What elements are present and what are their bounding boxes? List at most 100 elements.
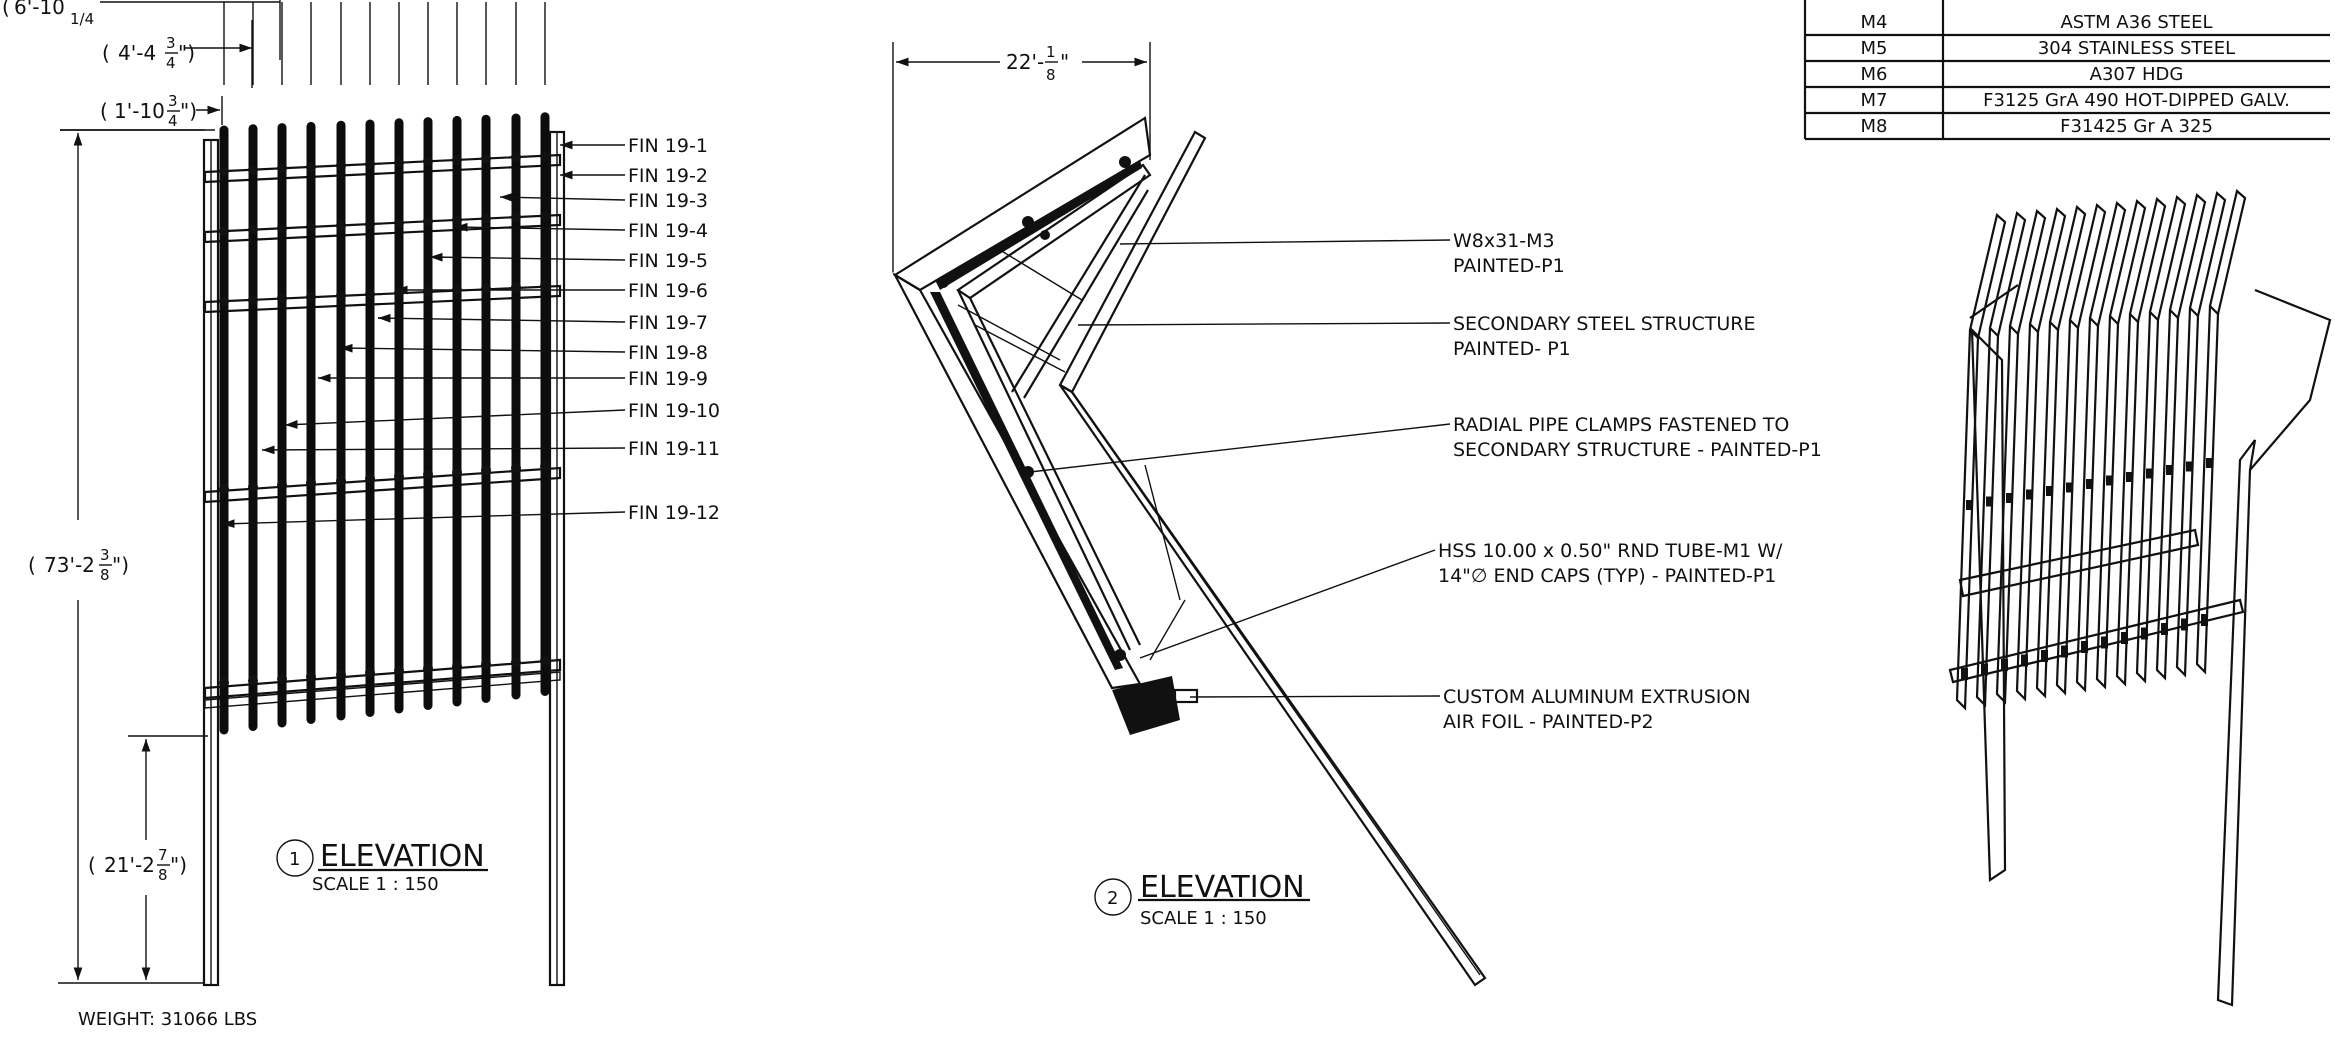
- fin-clamp: [365, 159, 375, 170]
- iso-fin-clamp: [2026, 489, 2033, 500]
- view1-base-dimension: ( 21'-2 7 8 "): [88, 735, 208, 980]
- iso-fin-blade: [2135, 311, 2160, 684]
- callout-leader-line: [1077, 322, 1451, 326]
- fin-leader-line: [261, 445, 626, 455]
- iso-fin-clamp: [2146, 468, 2153, 479]
- fin-label: FIN 19-9: [628, 368, 708, 390]
- fin-clamp: [336, 669, 346, 680]
- material-code: M5: [1861, 38, 1888, 59]
- fin-clamp: [219, 296, 229, 307]
- callout-leader-line: [1189, 695, 1441, 698]
- iso-fin-clamp: [2061, 645, 2068, 658]
- fin-clamp: [423, 663, 433, 674]
- fin-label: FIN 19-11: [628, 438, 720, 460]
- fin-clamp: [365, 473, 375, 484]
- fin-clamp: [394, 665, 404, 676]
- fin-clamp: [394, 217, 404, 228]
- iso-fin-blade: [1975, 327, 2000, 708]
- view1-title: ELEVATION: [320, 839, 485, 874]
- callout-line-2: PAINTED-P1: [1453, 255, 1565, 277]
- iso-fin-blade: [2155, 309, 2180, 681]
- elevation-1-view: ( 6'-10 1/4 ( 4'-4 3 4 ") ( 1'-10 3 4 "): [2, 0, 720, 1030]
- fin-label: FIN 19-10: [628, 400, 720, 422]
- material-description: F3125 GrA 490 HOT-DIPPED GALV.: [1983, 90, 2290, 111]
- fin-clamp: [336, 290, 346, 301]
- fin-clamp: [306, 477, 316, 488]
- svg-text:"): "): [112, 553, 129, 577]
- fin-clamp: [540, 150, 550, 161]
- fin-clamp: [540, 280, 550, 291]
- svg-text:4: 4: [166, 54, 176, 72]
- dim-4-4-3-4: ( 4'-4 3 4 "): [102, 34, 195, 72]
- fin-clamp: [336, 220, 346, 231]
- iso-fins: [1955, 188, 2247, 711]
- svg-text:3: 3: [168, 92, 178, 110]
- fin-clamp: [452, 214, 462, 225]
- material-description: ASTM A36 STEEL: [2060, 12, 2212, 33]
- material-code: M4: [1861, 12, 1888, 33]
- material-description: A307 HDG: [2090, 64, 2184, 85]
- iso-fin-clamp: [2021, 654, 2028, 667]
- material-code: M6: [1861, 64, 1888, 85]
- fin-clamp: [219, 226, 229, 237]
- view2-steel-frame: [892, 116, 1487, 987]
- callout-line-2: SECONDARY STRUCTURE - PAINTED-P1: [1453, 439, 1822, 461]
- fin-clamp: [394, 287, 404, 298]
- fin-label: FIN 19-7: [628, 312, 708, 334]
- fin-label: FIN 19-5: [628, 250, 708, 272]
- dim-base-whole: 21'-2: [104, 853, 155, 877]
- iso-fin-blade: [2055, 319, 2080, 696]
- fin-clamp: [423, 286, 433, 297]
- fin-clamp: [511, 657, 521, 668]
- fin-clamp: [481, 213, 491, 224]
- fin-clamp: [511, 152, 521, 163]
- fin-label: FIN 19-1: [628, 135, 708, 157]
- dim-top-frac: 1/4: [70, 10, 94, 28]
- view1-scale: SCALE 1 : 150: [312, 874, 439, 895]
- fin-clamp: [306, 221, 316, 232]
- weight-label: WEIGHT: 31066 LBS: [78, 1009, 257, 1030]
- fin-clamp: [452, 661, 462, 672]
- fin-clamp: [248, 675, 258, 686]
- fin-clamp: [423, 469, 433, 480]
- fin-label: FIN 19-12: [628, 502, 720, 524]
- svg-text:8: 8: [1046, 66, 1056, 84]
- iso-fin-clamp: [2101, 636, 2108, 649]
- fin-clamp: [481, 283, 491, 294]
- view1-number: 1: [289, 849, 300, 870]
- iso-fin-top: [1988, 210, 2027, 339]
- fin-clamp: [248, 224, 258, 235]
- callout-line-1: W8x31-M3: [1453, 230, 1555, 252]
- fin-clamp: [277, 293, 287, 304]
- fin-clamp: [219, 483, 229, 494]
- fin-clamp: [277, 479, 287, 490]
- iso-fin-blade: [2075, 317, 2100, 693]
- callout-line-1: HSS 10.00 x 0.50" RND TUBE-M1 W/: [1438, 540, 1783, 562]
- svg-text:": ": [1060, 50, 1069, 74]
- iso-fin-clamp: [2066, 482, 2073, 493]
- callout-line-1: SECONDARY STEEL STRUCTURE: [1453, 313, 1756, 335]
- iso-fin-blade: [1995, 325, 2020, 705]
- svg-text:1: 1: [1046, 43, 1056, 61]
- iso-fin-clamp: [2126, 472, 2133, 482]
- view2-number: 2: [1107, 888, 1118, 909]
- iso-fin-top: [2068, 202, 2107, 331]
- fin-clamp: [336, 160, 346, 171]
- material-code: M8: [1861, 116, 1888, 137]
- iso-fin-blade: [2015, 323, 2040, 702]
- fin-clamp: [277, 163, 287, 174]
- fin-clamp: [423, 216, 433, 227]
- iso-fin-clamp: [1981, 663, 1988, 676]
- svg-text:(: (: [28, 553, 36, 577]
- iso-fin-clamp: [2161, 623, 2168, 635]
- iso-fin-top: [2208, 188, 2247, 317]
- isometric-view: [1948, 188, 2332, 1007]
- fin-leader-line: [377, 313, 626, 323]
- fin-clamp: [481, 659, 491, 670]
- svg-text:(: (: [102, 41, 110, 65]
- view1-horizontal-beams: [203, 153, 562, 709]
- dim-width-whole: 22'-: [1006, 50, 1044, 74]
- view2-width-dimension: 22'- 1 8 ": [892, 42, 1151, 272]
